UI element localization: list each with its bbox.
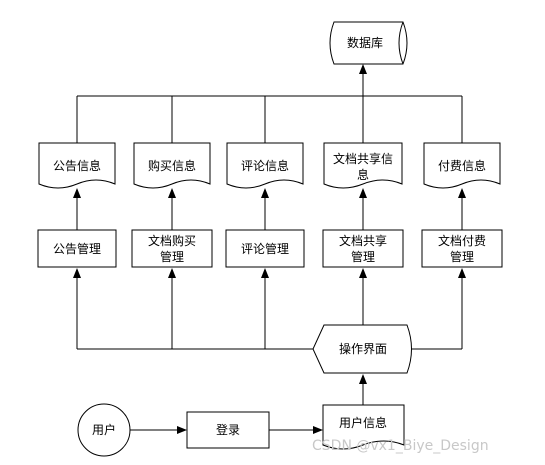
module-share-label-line1: 文档共享 (339, 233, 387, 248)
module-share-management: 文档共享 管理 (322, 229, 404, 268)
module-review-label: 评论管理 (241, 241, 289, 256)
module-announcement-management: 公告管理 (37, 229, 117, 268)
doc-announcement-label: 公告信息 (53, 158, 101, 173)
operation-interface-label: 操作界面 (339, 341, 387, 356)
arrow-to-module-share (359, 268, 367, 278)
module-to-doc-lines (76, 196, 463, 230)
database-node: 数据库 (329, 21, 408, 65)
login-process: 登录 (186, 411, 270, 449)
arrow-to-doc-review (261, 188, 269, 198)
arrow-to-doc-announcement (73, 188, 81, 198)
arrow-to-doc-purchase (168, 188, 176, 198)
module-payment-management: 文档付费 管理 (421, 229, 503, 268)
arrow-to-module-payment (458, 268, 466, 278)
arrow-to-module-purchase (168, 268, 176, 278)
doc-user-info: 用户信息 (322, 404, 405, 450)
operation-interface-node: 操作界面 (312, 324, 412, 374)
user-info-label: 用户信息 (339, 415, 387, 430)
arrow-to-module-announcement (73, 268, 81, 278)
doc-payment-info: 付费信息 (423, 142, 501, 189)
doc-review-info: 评论信息 (226, 142, 304, 189)
arrow-to-doc-payment (458, 188, 466, 198)
login-label: 登录 (216, 422, 240, 437)
doc-purchase-info: 购买信息 (133, 142, 211, 189)
user-entity: 用户 (77, 403, 131, 457)
doc-review-label: 评论信息 (241, 158, 289, 173)
database-label: 数据库 (347, 35, 383, 50)
arrow-to-interface (359, 374, 367, 384)
module-purchase-label-line1: 文档购买 (148, 233, 196, 248)
module-announcement-label: 公告管理 (53, 241, 101, 256)
arrow-to-database (359, 64, 367, 74)
doc-purchase-label: 购买信息 (148, 158, 196, 173)
user-label: 用户 (92, 422, 116, 437)
watermark-text: CSDN @vx1_Biye_Design (312, 438, 489, 454)
arrow-to-login (177, 426, 187, 434)
arrow-to-module-review (261, 268, 269, 278)
doc-announcement-info: 公告信息 (38, 142, 116, 189)
arrow-to-doc-share (359, 188, 367, 198)
top-connector-lines (76, 72, 463, 143)
doc-share-label-line2: 息 (357, 167, 369, 182)
arrow-to-userinfo (313, 426, 323, 434)
doc-share-label-line1: 文档共享信 (333, 151, 393, 166)
module-share-label-line2: 管理 (351, 249, 375, 264)
module-purchase-management: 文档购买 管理 (131, 229, 213, 268)
module-payment-label-line1: 文档付费 (438, 233, 486, 248)
doc-share-info: 文档共享信 息 (323, 142, 403, 189)
doc-payment-label: 付费信息 (438, 158, 486, 173)
module-purchase-label-line2: 管理 (160, 249, 184, 264)
module-review-management: 评论管理 (225, 229, 305, 268)
module-payment-label-line2: 管理 (450, 249, 474, 264)
interface-to-module-lines (76, 277, 463, 350)
